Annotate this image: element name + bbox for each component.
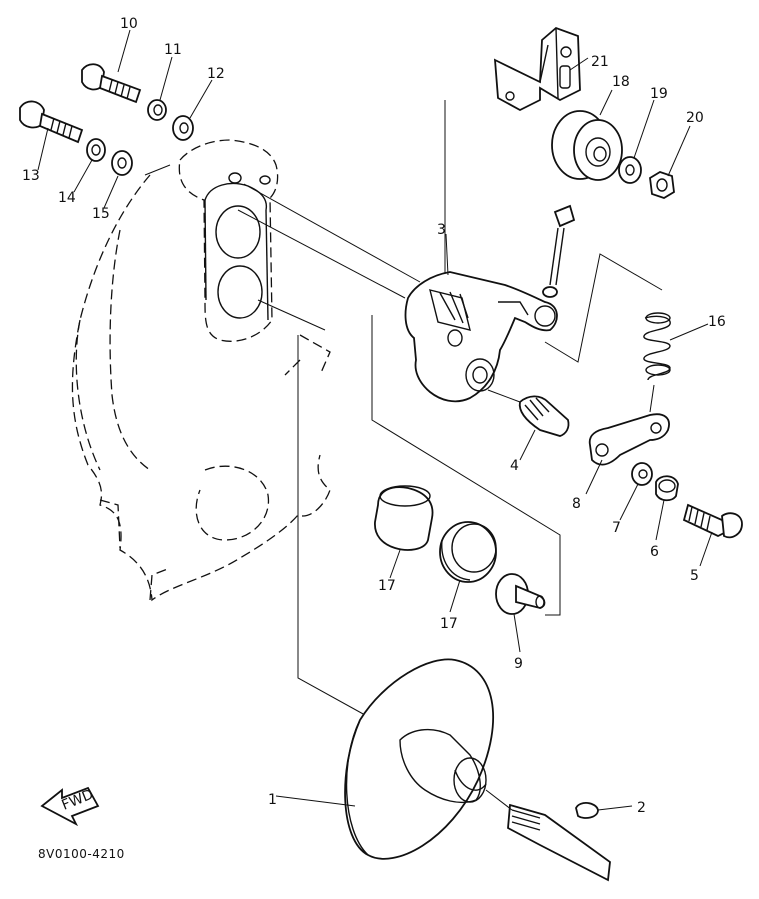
engine-case-outline xyxy=(71,174,331,602)
callout-4: 4 xyxy=(510,458,519,474)
washer-part-15 xyxy=(111,150,133,176)
leader-lines xyxy=(37,29,713,811)
callout-14: 14 xyxy=(58,190,76,206)
bolt-part-10 xyxy=(81,63,142,104)
cable-end xyxy=(542,204,576,298)
callout-20: 20 xyxy=(686,110,704,126)
callout-12: 12 xyxy=(207,66,225,82)
callout-17-a: 17 xyxy=(378,578,396,594)
callout-labels: 1 2 3 4 5 6 7 8 9 10 11 12 13 14 15 16 1… xyxy=(22,16,726,816)
shaft xyxy=(485,789,611,882)
callout-18: 18 xyxy=(612,74,630,90)
callout-21: 21 xyxy=(591,54,609,70)
callout-3: 3 xyxy=(437,222,446,238)
bushing-part-17-b xyxy=(439,521,497,583)
key-part-2 xyxy=(575,802,599,819)
callout-19: 19 xyxy=(650,86,668,102)
callout-10: 10 xyxy=(120,16,138,32)
spring-part-16 xyxy=(643,312,671,381)
adjuster-screw-part-4 xyxy=(487,389,570,437)
callout-16: 16 xyxy=(708,314,726,330)
callout-8: 8 xyxy=(572,496,581,512)
bushing-part-17-a xyxy=(374,485,434,551)
callout-13: 13 xyxy=(22,168,40,184)
collar-part-6 xyxy=(655,475,679,502)
cable-bracket-part-21 xyxy=(493,26,581,112)
mounting-bracket xyxy=(178,139,279,342)
lockwasher-part-11 xyxy=(147,99,167,121)
lever-housing-part-3 xyxy=(404,271,558,403)
callout-5: 5 xyxy=(690,568,699,584)
nut-part-20 xyxy=(649,171,675,199)
washer-part-12 xyxy=(172,115,194,141)
callout-1: 1 xyxy=(268,792,277,808)
washer-part-7 xyxy=(631,462,653,486)
lever-arm-part-8 xyxy=(588,413,670,466)
callout-15: 15 xyxy=(92,206,110,222)
bolt-part-13 xyxy=(19,100,84,144)
callout-17-b: 17 xyxy=(440,616,458,632)
fwd-arrow-icon: FWD xyxy=(40,787,100,827)
sheave-disc-part-1 xyxy=(344,658,495,860)
callout-2: 2 xyxy=(637,800,646,816)
callout-9: 9 xyxy=(514,656,523,672)
alignment-lines xyxy=(144,100,663,716)
lockwasher-part-14 xyxy=(86,138,106,162)
bolt-part-5 xyxy=(682,503,743,539)
callout-7: 7 xyxy=(612,520,621,536)
drawing-code: 8V0100-4210 xyxy=(38,847,125,861)
callout-6: 6 xyxy=(650,544,659,560)
shaft-pin-part-9 xyxy=(495,573,546,615)
pulley-part-18 xyxy=(551,110,623,181)
callout-11: 11 xyxy=(164,42,182,58)
washer-part-19 xyxy=(618,156,642,184)
